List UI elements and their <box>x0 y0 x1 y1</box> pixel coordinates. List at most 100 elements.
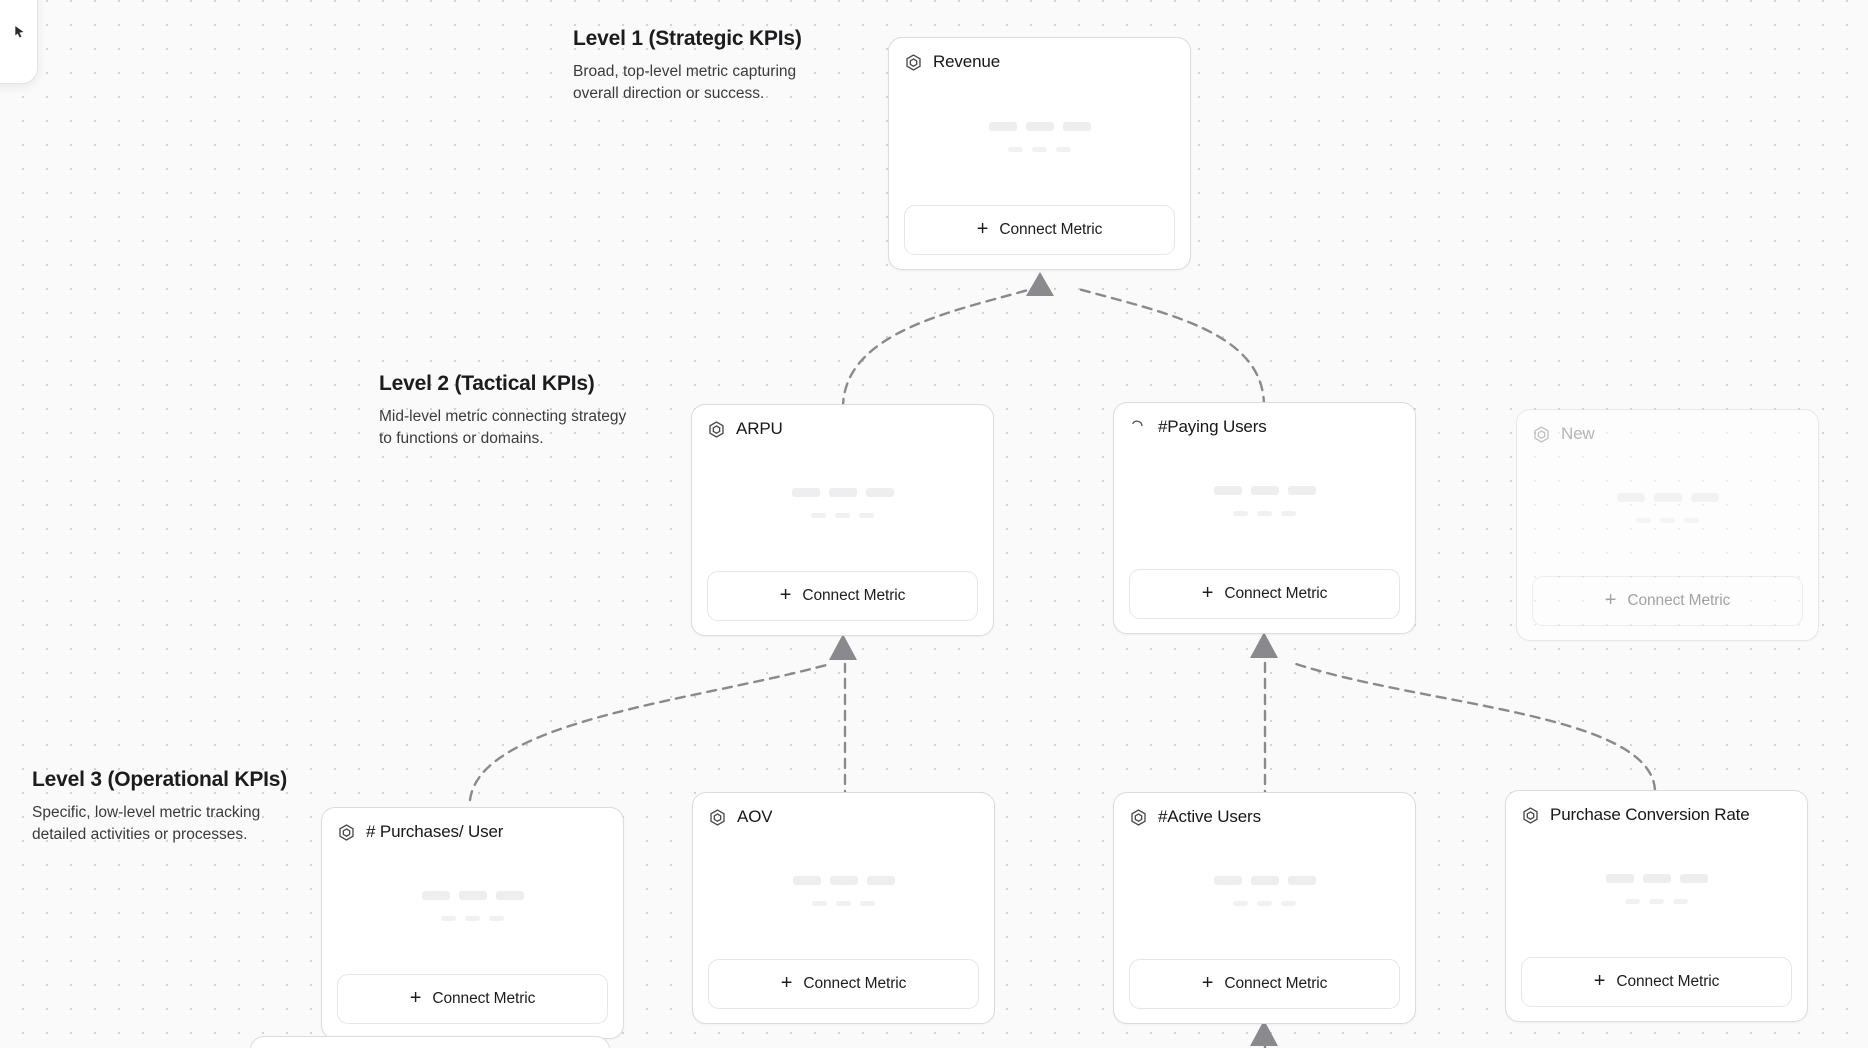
arrowhead-paying-users <box>1250 632 1278 658</box>
skeleton-bar <box>1025 121 1054 131</box>
skeleton-bar <box>1690 493 1719 502</box>
skeleton-bar <box>836 901 851 906</box>
skeleton-bar <box>835 513 850 518</box>
skeleton-bar <box>1673 899 1688 904</box>
metric-placeholder-body <box>1129 437 1400 569</box>
metric-card-active-users[interactable]: #Active Users + Connect Metric <box>1113 792 1416 1024</box>
metric-card-purchases-user[interactable]: # Purchases/ User + Connect Metric <box>321 807 624 1039</box>
metric-placeholder-body <box>1129 827 1400 959</box>
hexagon-metric-icon <box>337 823 356 842</box>
hexagon-metric-icon <box>1129 808 1148 827</box>
connect-metric-label: Connect Metric <box>1627 592 1731 609</box>
skeleton-bar <box>1250 486 1279 495</box>
connect-metric-label: Connect Metric <box>1224 975 1328 992</box>
skeleton-bar <box>1250 876 1279 885</box>
skeleton-row-primary <box>792 876 895 885</box>
skeleton-row-secondary <box>1636 518 1699 523</box>
connect-metric-label: Connect Metric <box>432 990 536 1007</box>
hexagon-metric-icon <box>1532 425 1551 444</box>
edge-paying-users-to-revenue <box>1073 286 1266 408</box>
skeleton-bar <box>1032 146 1047 152</box>
skeleton-bar <box>1679 874 1708 883</box>
skeleton-bar <box>458 891 487 900</box>
metric-placeholder-body <box>337 842 608 974</box>
skeleton-bar <box>1233 511 1248 516</box>
skeleton-row-primary <box>791 488 894 497</box>
skeleton-bar <box>1062 121 1091 131</box>
connect-metric-label: Connect Metric <box>1224 585 1328 602</box>
skeleton-bar <box>1625 899 1640 904</box>
skeleton-row-primary <box>1213 486 1316 495</box>
skeleton-row-secondary <box>812 901 875 906</box>
card-header: AOV <box>708 807 979 827</box>
metric-title: Purchase Conversion Rate <box>1550 805 1750 824</box>
card-header: ARPU <box>707 419 978 439</box>
edge-conversion-to-paying-users <box>1288 660 1657 792</box>
card-header: # Purchases/ User <box>337 822 608 842</box>
plus-icon: + <box>780 972 793 994</box>
skeleton-bar <box>859 513 874 518</box>
connect-metric-label: Connect Metric <box>999 221 1103 238</box>
metric-card-revenue[interactable]: Revenue + Connect Metric <box>888 37 1191 270</box>
plus-icon: + <box>409 987 422 1009</box>
connect-metric-label: Connect Metric <box>802 587 906 604</box>
level-3-label-group: Level 3 (Operational KPIs) Specific, low… <box>32 768 294 847</box>
connect-metric-button[interactable]: + Connect Metric <box>707 571 978 621</box>
arrowhead-arpu <box>829 634 857 660</box>
connect-metric-button[interactable]: + Connect Metric <box>1129 959 1400 1009</box>
cursor-arrow-icon[interactable] <box>13 25 27 39</box>
metric-placeholder-body <box>1521 825 1792 957</box>
connect-metric-button[interactable]: + Connect Metric <box>1521 957 1792 1007</box>
skeleton-bar <box>421 891 450 900</box>
skeleton-bar <box>441 916 456 921</box>
skeleton-bar <box>1642 874 1671 883</box>
card-header: #Active Users <box>1129 807 1400 827</box>
connect-metric-button[interactable]: + Connect Metric <box>1129 569 1400 619</box>
skeleton-bar <box>812 901 827 906</box>
edge-arpu-to-revenue <box>841 286 1037 410</box>
skeleton-bar <box>1636 518 1651 523</box>
skeleton-row-secondary <box>811 513 874 518</box>
skeleton-row-secondary <box>1625 899 1688 904</box>
connect-metric-button[interactable]: + Connect Metric <box>337 974 608 1024</box>
skeleton-bar <box>829 876 858 885</box>
skeleton-bar <box>1616 493 1645 502</box>
skeleton-bar <box>791 488 820 497</box>
skeleton-bar <box>1233 901 1248 906</box>
skeleton-bar <box>1649 899 1664 904</box>
connect-metric-button[interactable]: + Connect Metric <box>708 959 979 1009</box>
skeleton-bar <box>1056 146 1071 152</box>
metric-card-new[interactable]: New + Connect Metric <box>1516 409 1819 641</box>
connect-metric-button[interactable]: + Connect Metric <box>1532 576 1803 626</box>
metric-card-arpu[interactable]: ARPU + Connect Metric <box>691 404 994 636</box>
skeleton-row-primary <box>988 121 1091 131</box>
skeleton-bar <box>865 488 894 497</box>
skeleton-row-primary <box>1213 876 1316 885</box>
skeleton-bar <box>1660 518 1675 523</box>
level-1-description: Broad, top-level metric capturing overal… <box>573 63 797 103</box>
card-header: #Paying Users <box>1129 417 1400 437</box>
metric-card-aov[interactable]: AOV + Connect Metric <box>692 792 995 1024</box>
skeleton-row-primary <box>1605 874 1708 883</box>
plus-icon: + <box>1604 589 1617 611</box>
skeleton-bar <box>1257 511 1272 516</box>
skeleton-row-secondary <box>1233 511 1296 516</box>
plus-icon: + <box>1201 582 1214 604</box>
skeleton-bar <box>828 488 857 497</box>
floating-toolbar-panel[interactable] <box>0 0 38 84</box>
card-header: New <box>1532 424 1803 444</box>
metric-title: #Active Users <box>1158 807 1261 826</box>
level-2-title: Level 2 (Tactical KPIs) <box>379 372 595 395</box>
skeleton-bar <box>1281 901 1296 906</box>
metric-card-offscreen-bottom[interactable] <box>250 1036 610 1048</box>
skeleton-bar <box>1281 511 1296 516</box>
skeleton-row-primary <box>421 891 524 900</box>
metric-card-paying-users[interactable]: #Paying Users + Connect Metric <box>1113 402 1416 634</box>
skeleton-bar <box>811 513 826 518</box>
hexagon-metric-icon <box>708 808 727 827</box>
connect-metric-button[interactable]: + Connect Metric <box>904 205 1175 255</box>
metric-card-purchase-conversion-rate[interactable]: Purchase Conversion Rate + Connect Metri… <box>1505 790 1808 1022</box>
plus-icon: + <box>976 218 989 240</box>
metric-title: ARPU <box>736 419 783 438</box>
